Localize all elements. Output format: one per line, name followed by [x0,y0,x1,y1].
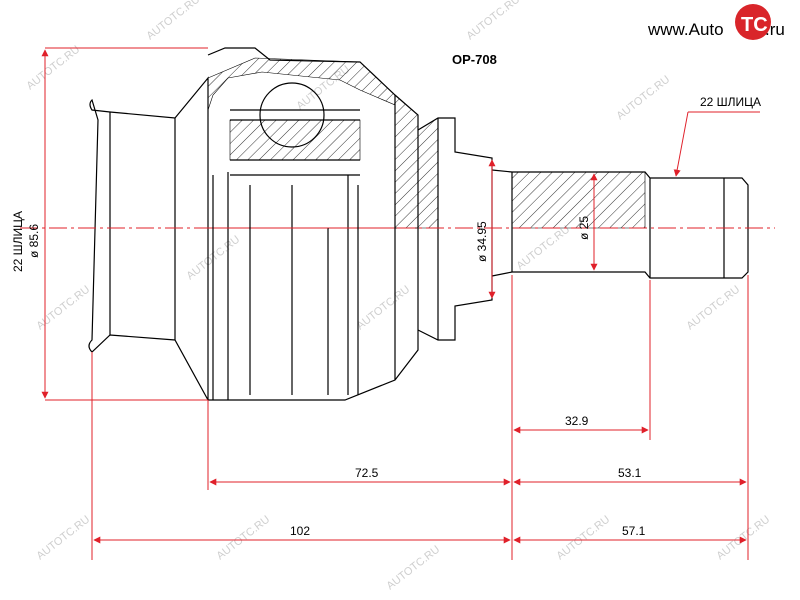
brand-logo: www.Auto TC .ru [647,4,785,40]
dim-shaft-length: 53.1 [618,466,642,480]
watermark-text: AUTOTC.RU [614,73,672,122]
dimension-lines [41,47,760,560]
part-number: OP-708 [452,52,497,67]
watermark-text: AUTOTC.RU [684,283,742,332]
dim-spline-length: 32.9 [565,414,589,428]
dim-body-length: 72.5 [355,466,379,480]
dim-outer-diameter: ø 85.6 [27,224,41,258]
brand-logo-letters: TC [741,14,768,36]
dim-shaft-diameter: ø 25 [577,216,591,240]
dim-total-body: 102 [290,524,310,538]
watermark-text: AUTOTC.RU [34,513,92,562]
watermark-text: AUTOTC.RU [24,43,82,92]
watermark-text: AUTOTC.RU [714,513,772,562]
watermark-text: AUTOTC.RU [554,513,612,562]
boot-outline [88,76,209,401]
watermark-text: AUTOTC.RU [144,0,202,42]
brand-prefix: www.Auto [647,20,724,39]
hatched-sections [207,57,646,229]
dim-total-shaft: 57.1 [622,524,646,538]
brand-logo-circle [735,4,771,40]
watermark-text: AUTOTC.RU [354,283,412,332]
watermark-text: AUTOTC.RU [384,543,442,592]
watermark-text: AUTOTC.RU [214,513,272,562]
dim-outer-splines: 22 ШЛИЦА [11,211,25,272]
watermark-text: AUTOTC.RU [464,0,522,42]
dim-inner-diameter: ø 34.95 [475,221,489,262]
watermark-layer: AUTOTC.RU AUTOTC.RU AUTOTC.RU AUTOTC.RU AUTO… [24,0,772,592]
watermark-text: AUTOTC.RU [514,223,572,272]
dim-shaft-splines: 22 ШЛИЦА [700,95,761,109]
watermark-text: AUTOTC.RU [34,283,92,332]
brand-suffix: .ru [765,20,785,39]
